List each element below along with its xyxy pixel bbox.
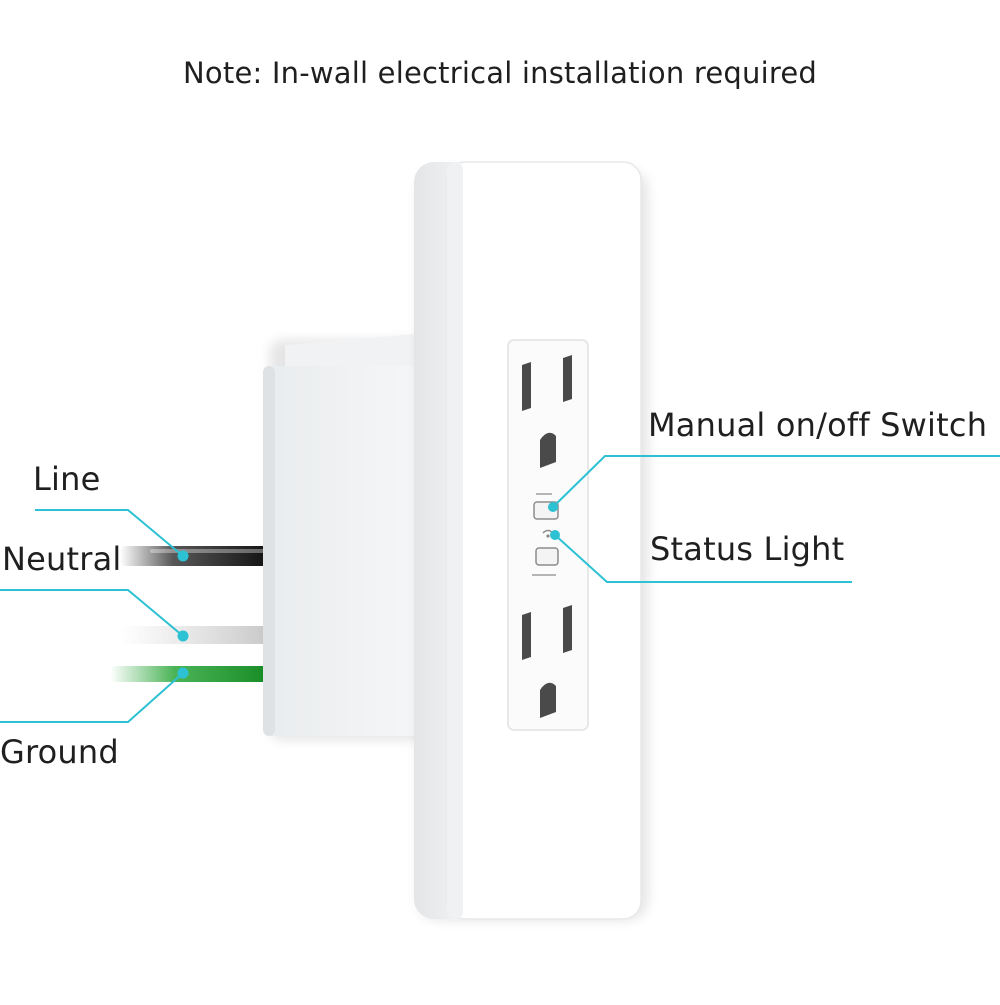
bottom-outlet — [522, 605, 572, 718]
neutral-label: Neutral — [2, 540, 122, 578]
installation-note: Note: In-wall electrical installation re… — [183, 56, 817, 90]
status-leader — [554, 534, 852, 583]
switch-leader — [552, 455, 1000, 508]
neutral-wire — [120, 626, 270, 644]
receptacle-face — [507, 339, 589, 731]
line-label: Line — [33, 460, 101, 498]
ground-label: Ground — [0, 733, 119, 771]
wires — [110, 546, 270, 682]
manual-switch-label: Manual on/off Switch — [648, 406, 988, 444]
top-outlet — [522, 355, 572, 468]
neutral-leader — [0, 589, 184, 637]
line-wire — [120, 546, 270, 566]
line-leader — [35, 509, 184, 557]
back-box — [263, 333, 433, 740]
status-light — [535, 547, 559, 566]
status-light-label: Status Light — [650, 530, 845, 568]
ground-wire — [110, 666, 270, 682]
leader-lines — [0, 455, 1000, 723]
line-wire-highlight — [150, 549, 268, 553]
leader-dots — [177, 502, 560, 679]
ground-leader — [0, 672, 184, 723]
